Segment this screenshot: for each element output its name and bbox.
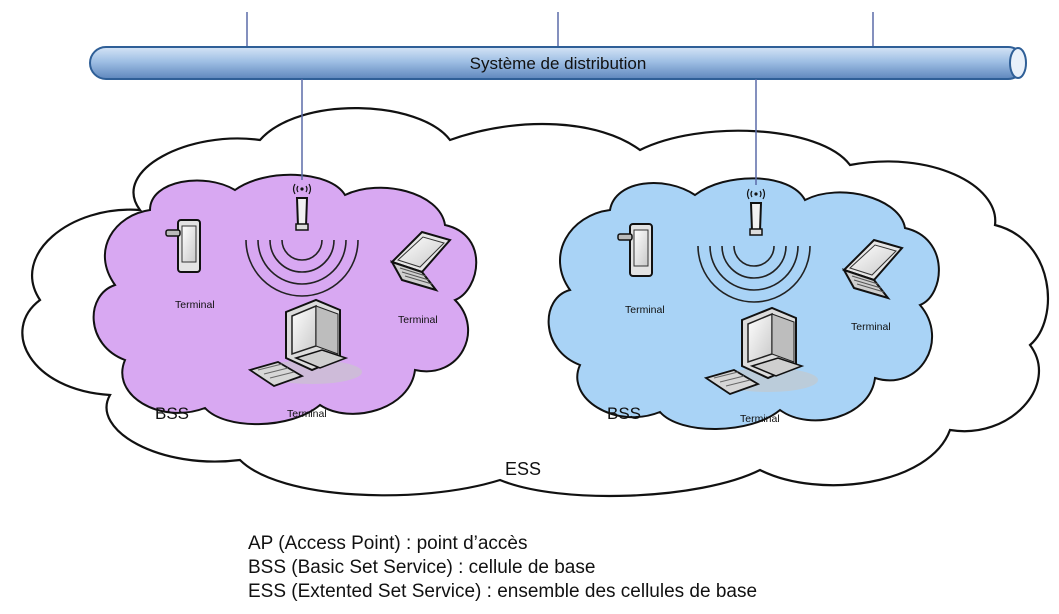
ess-label: ESS	[505, 459, 541, 479]
bss-label: BSS	[155, 404, 189, 423]
terminal-label: Terminal	[287, 408, 327, 420]
terminal-label: Terminal	[740, 413, 780, 425]
distribution-system-bus: Système de distribution	[89, 46, 1027, 80]
legend: AP (Access Point) : point d’accès BSS (B…	[248, 532, 757, 604]
ess-network-diagram: Système de distribution Terminal Termina…	[21, 12, 1049, 498]
terminal-label: Terminal	[625, 304, 665, 316]
legend-item-ap: AP (Access Point) : point d’accès	[248, 533, 528, 554]
legend-item-ess: ESS (Extented Set Service) : ensemble de…	[248, 581, 758, 602]
terminal-label: Terminal	[398, 314, 438, 326]
bus-label: Système de distribution	[470, 54, 647, 73]
legend-item-bss: BSS (Basic Set Service) : cellule de bas…	[248, 557, 596, 578]
bss-label: BSS	[607, 404, 641, 423]
terminal-label: Terminal	[175, 299, 215, 311]
terminal-label: Terminal	[851, 321, 891, 333]
